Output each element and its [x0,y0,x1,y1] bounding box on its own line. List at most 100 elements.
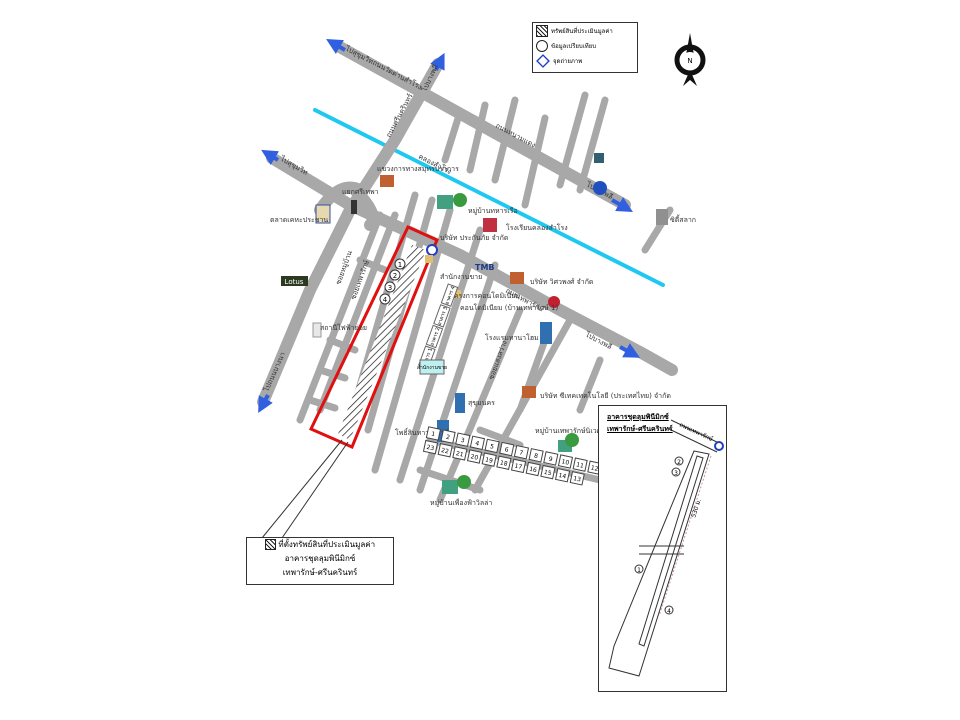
svg-text:4: 4 [383,296,388,304]
lot [540,464,556,480]
callout-line: อาคารชุดลุมพินีมิกซ์ [284,554,356,563]
place-label: โพธิ์สินทาวน์เฮาส์ [395,427,450,437]
place-label: บริษัท วิศวพงศ์ จำกัด [530,278,593,286]
place-label: โรงแรมทานาโฮม [485,333,539,342]
place-label: บริษัท ซีเทคเทคโนโลยี (ประเทศไทย) จำกัด [540,391,671,400]
north-arrow-icon [674,33,706,86]
lot [499,441,515,457]
svg-text:3: 3 [388,284,392,292]
svg-text:4: 4 [667,608,671,615]
place-label: หมู่บ้านทหารเรือ [468,207,518,215]
lot-number: 2 [445,434,450,442]
place-label: หมู่บ้านเพื่องฟ้าวิลล่า [430,498,492,507]
callout-leader [261,439,349,539]
inset-subtitle: เทพารักษ์-ศรีนครินทร์ [607,425,673,433]
place-label: หมู่บ้านเทพารักษ์นิเวศน์ [535,427,606,435]
subject-site-outline [308,225,439,449]
lot-number: 15 [543,469,552,477]
lot-number: 4 [475,440,480,448]
svg-text:3: 3 [674,470,678,477]
road-label: ซอยแสงสว่าง [487,340,508,381]
site-callout: ที่ตั้งทรัพย์สินที่ประเมินมูลค่า อาคารชุ… [246,537,394,585]
hatch-icon [264,539,276,550]
svg-text:สำนักงานขาย: สำนักงานขาย [417,365,447,371]
lot [422,439,439,455]
place-label: ซิตี้สลาก [670,213,696,224]
place-label: แขวงการทางสมุทรปราการ [377,165,459,173]
legend-label: ข้อมูลเปรียบเทียบ [551,42,597,50]
lot-number: 1 [431,431,436,439]
place-label: สุขุมนคร [468,399,495,407]
lot-number: 23 [426,444,435,452]
svg-text:2: 2 [677,459,681,466]
lot [557,454,574,469]
circle-icon [536,39,548,52]
place-label: โครงการคอนโดมิเนียม [450,291,520,300]
legend-label: ทรัพย์สินที่ประเมินมูลค่า [551,27,613,35]
lot-number: 10 [561,458,570,466]
svg-text:1: 1 [637,567,641,574]
place-label: โรงเรียนคลองสำโรง [506,223,568,232]
lot [528,448,544,463]
lot [440,429,456,444]
place-label: สำนักงานขาย [440,273,482,281]
lot-number: 8 [533,452,538,460]
place-label: สถานีไฟฟ้าย่อย [320,323,367,332]
photo-point-icon [426,244,438,256]
north-label: N [687,57,692,65]
lot-number: 13 [573,475,582,483]
lot [513,444,530,460]
place-label: แยกศรีเทพา [342,188,379,196]
lot [425,426,442,441]
lot [469,435,486,451]
lot [466,449,483,464]
lot-number: 14 [558,472,567,480]
lot [452,446,468,461]
lot-number: 7 [519,449,524,457]
distance-label: 530 ม. [690,498,703,519]
lot [484,438,500,454]
lot-number: 9 [548,456,553,464]
callout-line: เทพารักษ์-ศรีนครินทร์ [282,568,358,577]
callout-title: ที่ตั้งทรัพย์สินที่ประเมินมูลค่า [278,540,376,549]
lot-number: 11 [575,461,584,469]
lot [543,451,559,466]
lot [510,458,527,474]
inset-map: อาคารชุดลุมพินีมิกซ์ เทพารักษ์-ศรีนครินท… [598,405,727,692]
inset-drawing: ถนนเทพารักษ์ 530 ม. 2 3 1 4 [608,419,724,677]
place-label: บริษัท ประกันภัย จำกัด [440,234,508,242]
subject-property-strip [338,245,426,440]
lot-number: 19 [485,456,494,464]
svg-text:2: 2 [393,272,397,280]
camera-point-icon [536,53,550,68]
lot-number: 3 [460,437,465,445]
lot-number: 5 [489,443,494,451]
lot [481,452,497,467]
lotus-label: Lotus [285,278,304,286]
lot-number: 12 [590,465,599,473]
lot-number: 18 [499,460,508,468]
lot [437,443,453,458]
lot [455,432,471,447]
place-label: คอนโดมิเนียม (บ้านเทพารักษ์ 1) [460,303,558,312]
lot-number: 21 [455,450,464,458]
legend-label: จุดถ่ายภาพ [553,57,583,65]
inset-title: อาคารชุดลุมพินีมิกซ์ [607,413,669,421]
hatch-icon [536,24,548,37]
lot [525,461,541,477]
canal [313,108,665,287]
legend-item-photo: จุดถ่ายภาพ [533,53,637,68]
lot-number: 22 [441,447,450,455]
legend: ทรัพย์สินที่ประเมินมูลค่า ข้อมูลเปรียบเท… [532,22,638,73]
lot [572,457,588,472]
lot [554,467,571,483]
lot-number: 16 [529,466,538,474]
comparison-markers: 1 2 3 4 [379,258,406,305]
lotus-logo [281,276,308,286]
lot-number: 17 [514,463,523,471]
tmb-logo: TMB [475,263,495,272]
road-arrows [258,38,641,414]
svg-text:1: 1 [398,261,402,269]
lot-number: 6 [504,446,509,454]
